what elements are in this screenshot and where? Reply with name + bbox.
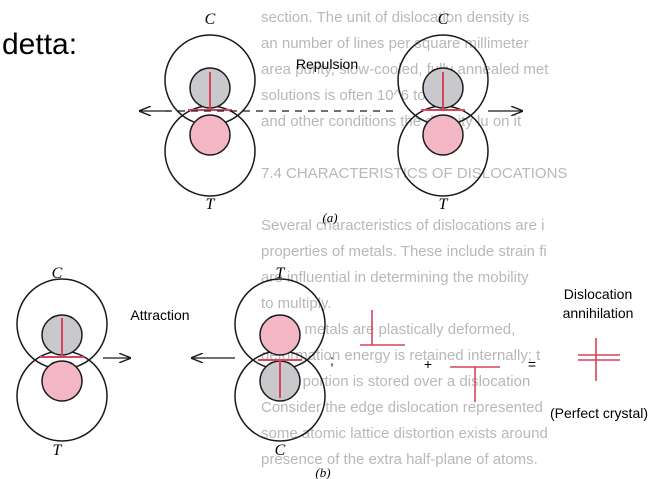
letter-c: C bbox=[52, 265, 63, 282]
repulsion-left-pair: C T bbox=[164, 11, 256, 213]
annihilation-label-line1: Dislocation bbox=[564, 286, 632, 302]
letter-c: C bbox=[275, 442, 286, 459]
perfect-crystal-label: (Perfect crystal) bbox=[550, 405, 648, 421]
background-text-line: some atomic lattice distortion exists ar… bbox=[261, 425, 548, 442]
background-text-line: solutions is often 10^6 to 10^8 bbox=[261, 87, 462, 104]
letter-t: T bbox=[439, 196, 449, 213]
background-text-line: to multiply. bbox=[261, 295, 332, 312]
letter-t: T bbox=[53, 442, 63, 459]
tension-zone bbox=[422, 114, 464, 156]
caption-a: (a) bbox=[322, 210, 337, 225]
background-text-layer: section. The unit of dislocation density… bbox=[261, 9, 567, 468]
attraction-middle-pair: T C bbox=[234, 265, 326, 459]
repulsion-label: Repulsion bbox=[296, 56, 358, 72]
background-text-line: are influential in determining the mobil… bbox=[261, 269, 529, 286]
background-text-line: section. The unit of dislocation density… bbox=[261, 9, 529, 26]
tension-zone bbox=[189, 114, 231, 156]
semicolon: ; bbox=[330, 352, 334, 368]
background-text-line: 7.4 CHARACTERISTICS OF DISLOCATIONS bbox=[261, 165, 567, 182]
tension-zone bbox=[259, 314, 301, 356]
background-text-line: Several characteristics of dislocations … bbox=[261, 217, 544, 234]
attraction-left-pair: C T bbox=[16, 265, 108, 459]
attraction-label: Attraction bbox=[130, 307, 189, 323]
background-text-line: presence of the extra half-plane of atom… bbox=[261, 451, 538, 468]
negative-edge-dislocation-symbol bbox=[450, 366, 500, 402]
letter-t: T bbox=[276, 265, 286, 282]
caption-b: (b) bbox=[315, 465, 330, 479]
background-text-line: area purity, slow-cooled, fully annealed… bbox=[261, 61, 549, 78]
positive-edge-dislocation-symbol bbox=[360, 310, 405, 346]
letter-c: C bbox=[438, 11, 449, 28]
letter-t: T bbox=[206, 196, 216, 213]
background-page: section. The unit of dislocation density… bbox=[255, 0, 665, 479]
equals-sign: = bbox=[528, 356, 536, 372]
tension-zone bbox=[41, 360, 83, 402]
perfect-crystal-symbol bbox=[578, 338, 620, 381]
background-text-line: deformation energy is retained internall… bbox=[261, 347, 541, 364]
plus-sign: + bbox=[424, 356, 432, 372]
background-text-line: Consider the edge dislocation represente… bbox=[261, 399, 543, 416]
background-text-line: major portion is stored over a dislocati… bbox=[261, 373, 530, 390]
annihilation-label-line2: annihilation bbox=[563, 305, 634, 321]
letter-c: C bbox=[205, 11, 216, 28]
background-text-line: properties of metals. These include stra… bbox=[261, 243, 547, 260]
slide-heading: detta: bbox=[0, 28, 80, 62]
repulsion-right-pair: C T bbox=[397, 11, 489, 213]
